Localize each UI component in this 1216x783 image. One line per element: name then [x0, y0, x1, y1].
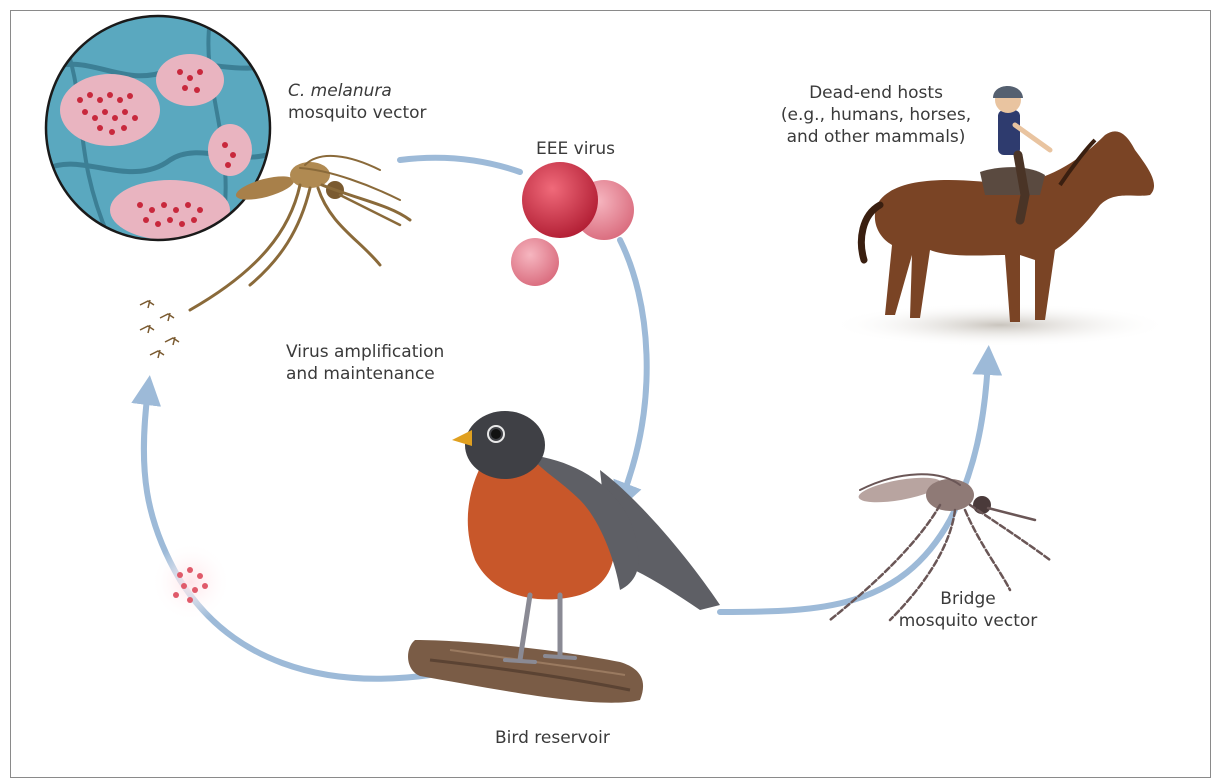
bird-reservoir-label: Bird reservoir [495, 727, 610, 749]
amplification-line-1: Virus amplification [286, 341, 444, 363]
american-robin-icon [452, 411, 720, 662]
bridge-vector-label: Bridge mosquito vector [898, 588, 1038, 632]
tree-branch-icon [408, 640, 643, 703]
bridge-line-1: Bridge [898, 588, 1038, 610]
vector-label: C. melanura mosquito vector [288, 80, 427, 124]
dead-end-hosts-label: Dead-end hosts (e.g., humans, horses, an… [772, 82, 980, 148]
amplification-label: Virus amplification and maintenance [286, 341, 444, 385]
cycle-arrow-vector-to-virus [400, 158, 520, 172]
cycle-arrow-bird-to-vector [144, 390, 430, 679]
mosquito-swarm-icon [140, 300, 179, 358]
cycle-arrow-virus-to-bird [620, 240, 647, 498]
infected-blood-icon [151, 542, 231, 622]
infected-cell-micrograph [40, 10, 280, 250]
dead-end-line-2: (e.g., humans, horses, [772, 104, 980, 126]
dead-end-line-3: and other mammals) [772, 126, 980, 148]
eee-virus-icon [511, 162, 634, 286]
bridge-line-2: mosquito vector [898, 610, 1038, 632]
vector-role-text: mosquito vector [288, 102, 427, 124]
amplification-line-2: and maintenance [286, 363, 444, 385]
vector-species-text: C. melanura [288, 80, 427, 102]
dead-end-line-1: Dead-end hosts [772, 82, 980, 104]
virus-label: EEE virus [536, 138, 615, 160]
